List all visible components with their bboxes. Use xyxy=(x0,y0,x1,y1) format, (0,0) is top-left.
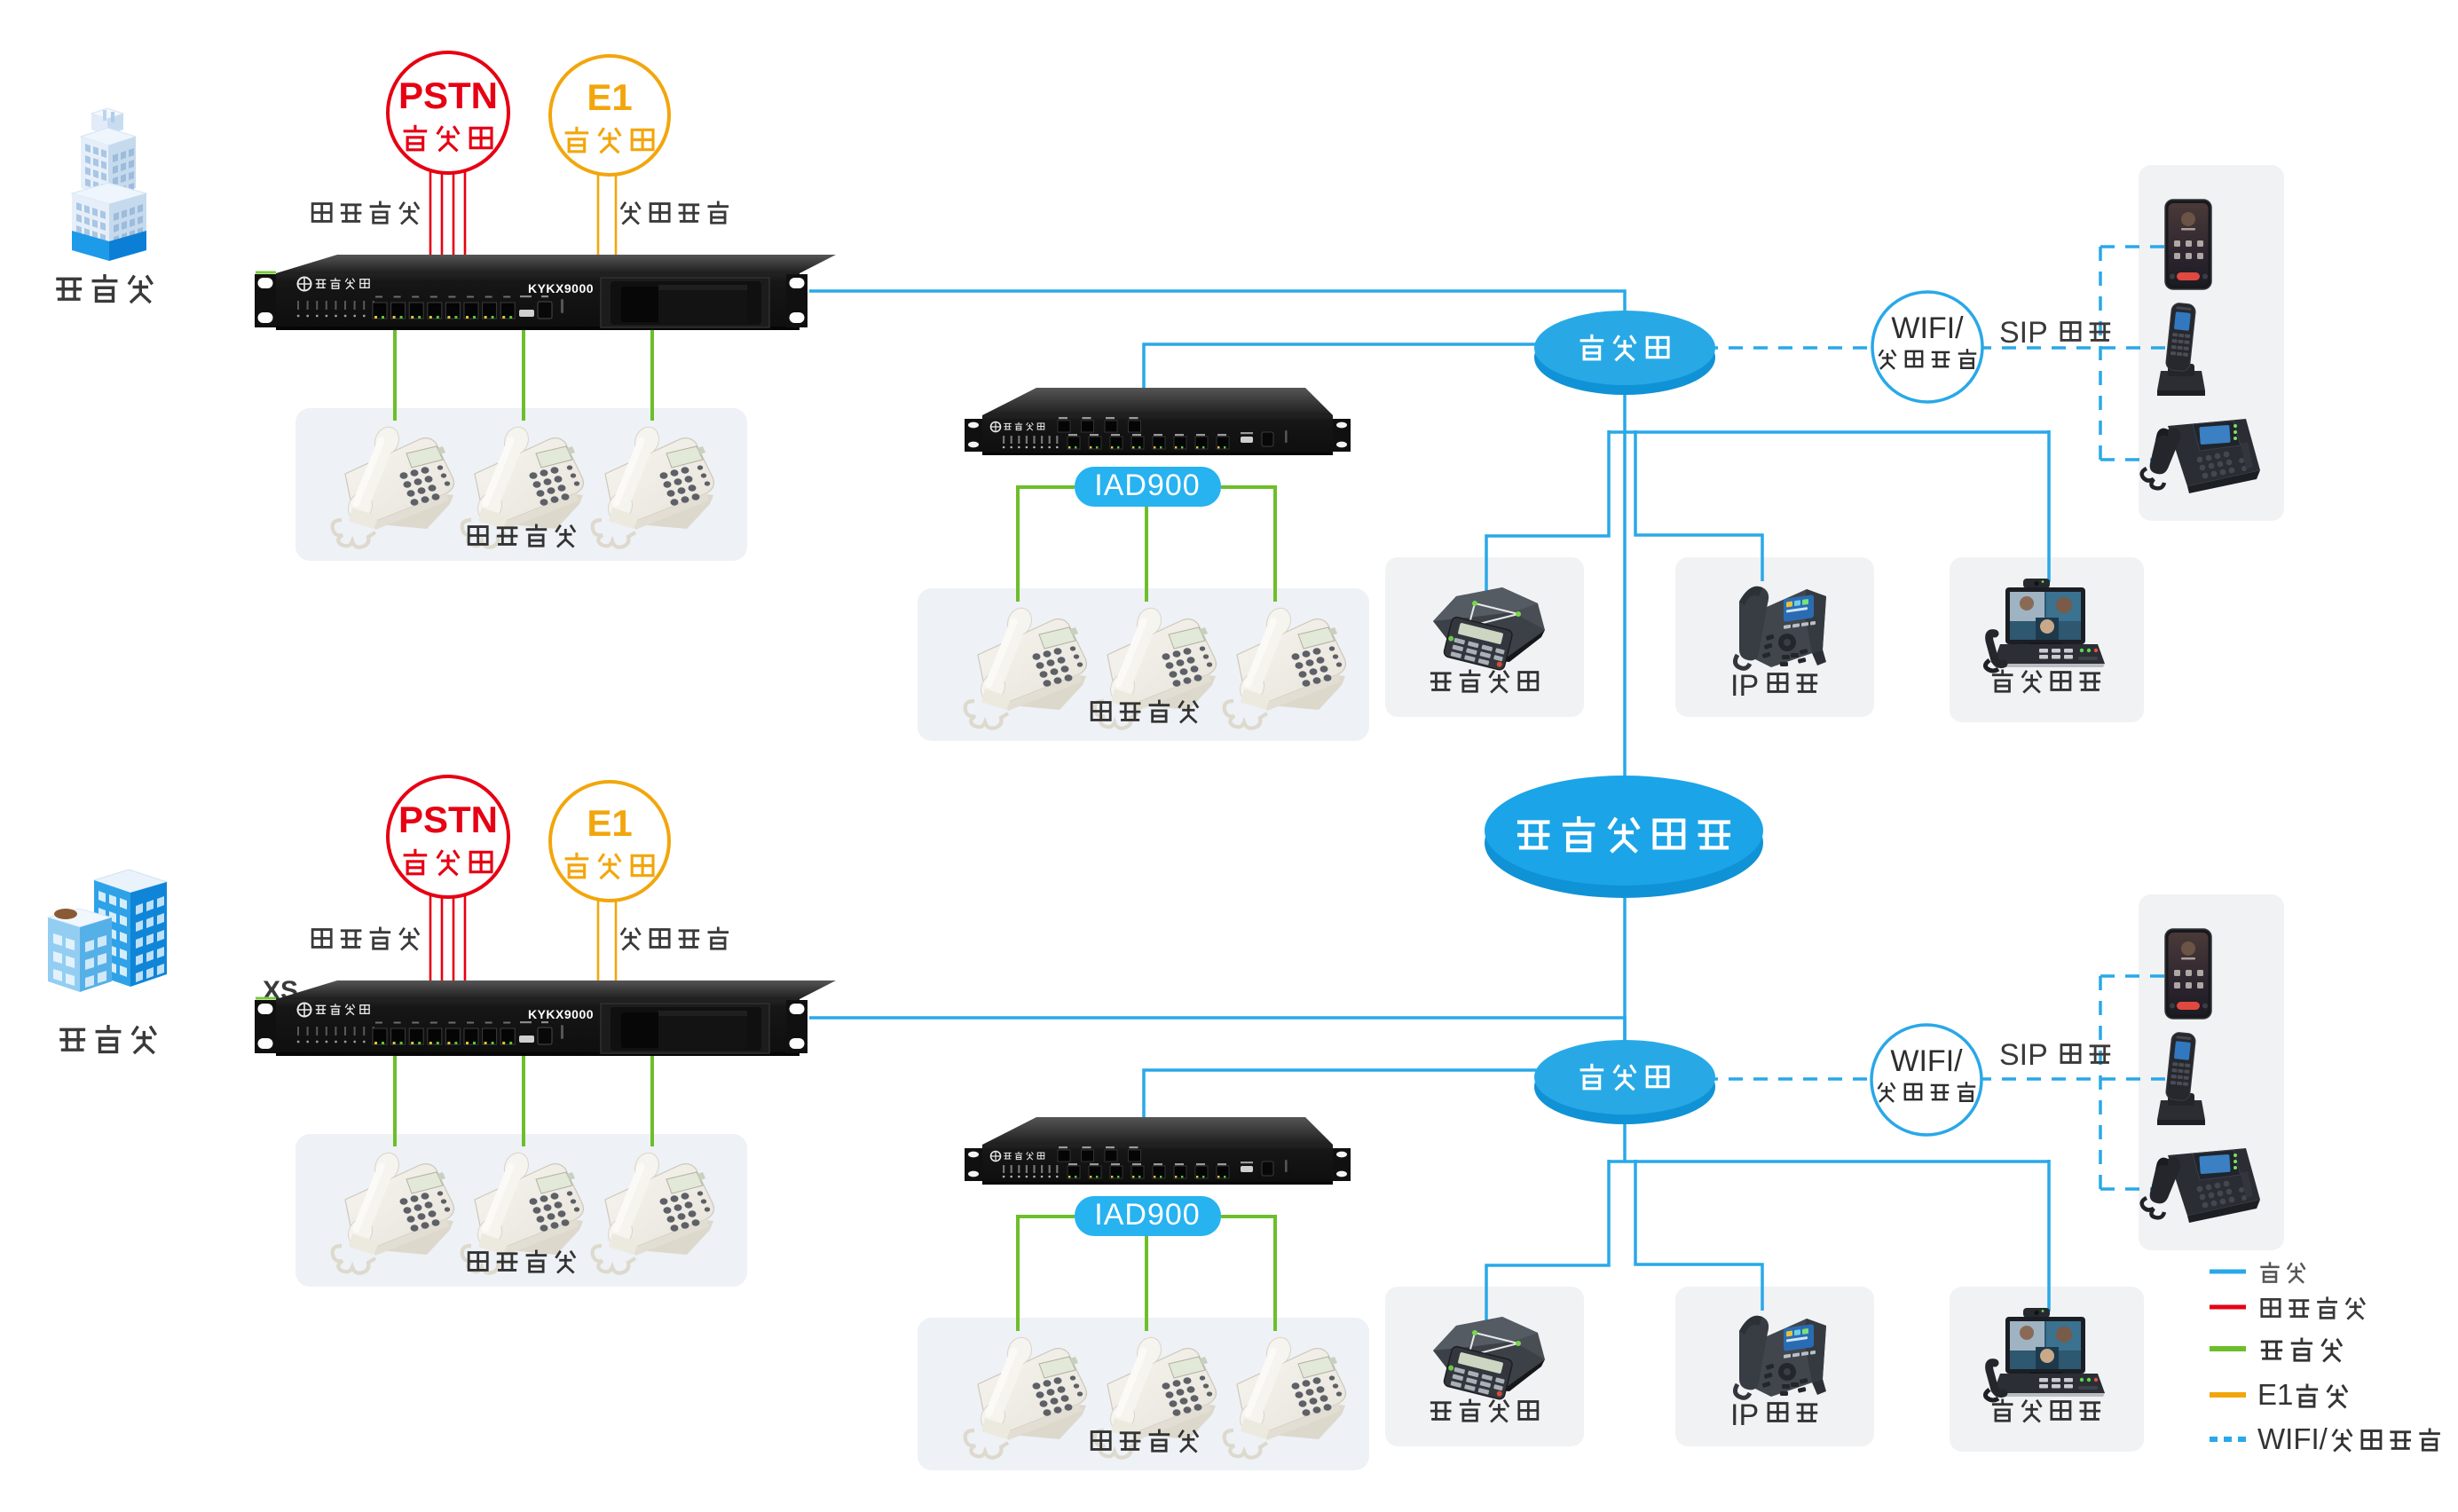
svg-text:WIFI/: WIFI/ xyxy=(1891,311,1964,345)
svg-text:PSTN: PSTN xyxy=(398,799,498,840)
svg-text:IP: IP xyxy=(1730,669,1759,703)
svg-text:IP: IP xyxy=(1730,1398,1759,1432)
svg-text:E1: E1 xyxy=(2257,1378,2293,1411)
svg-text:E1: E1 xyxy=(587,76,632,118)
svg-text:SIP: SIP xyxy=(1999,316,2048,350)
svg-text:E1: E1 xyxy=(587,802,632,844)
svg-text:SIP: SIP xyxy=(1999,1038,2048,1072)
svg-text:WIFI/: WIFI/ xyxy=(2257,1422,2328,1455)
svg-text:WIFI/: WIFI/ xyxy=(1890,1044,1963,1078)
svg-text:IAD900: IAD900 xyxy=(1094,469,1200,502)
svg-text:IAD900: IAD900 xyxy=(1094,1198,1200,1232)
svg-text:PSTN: PSTN xyxy=(398,75,498,116)
